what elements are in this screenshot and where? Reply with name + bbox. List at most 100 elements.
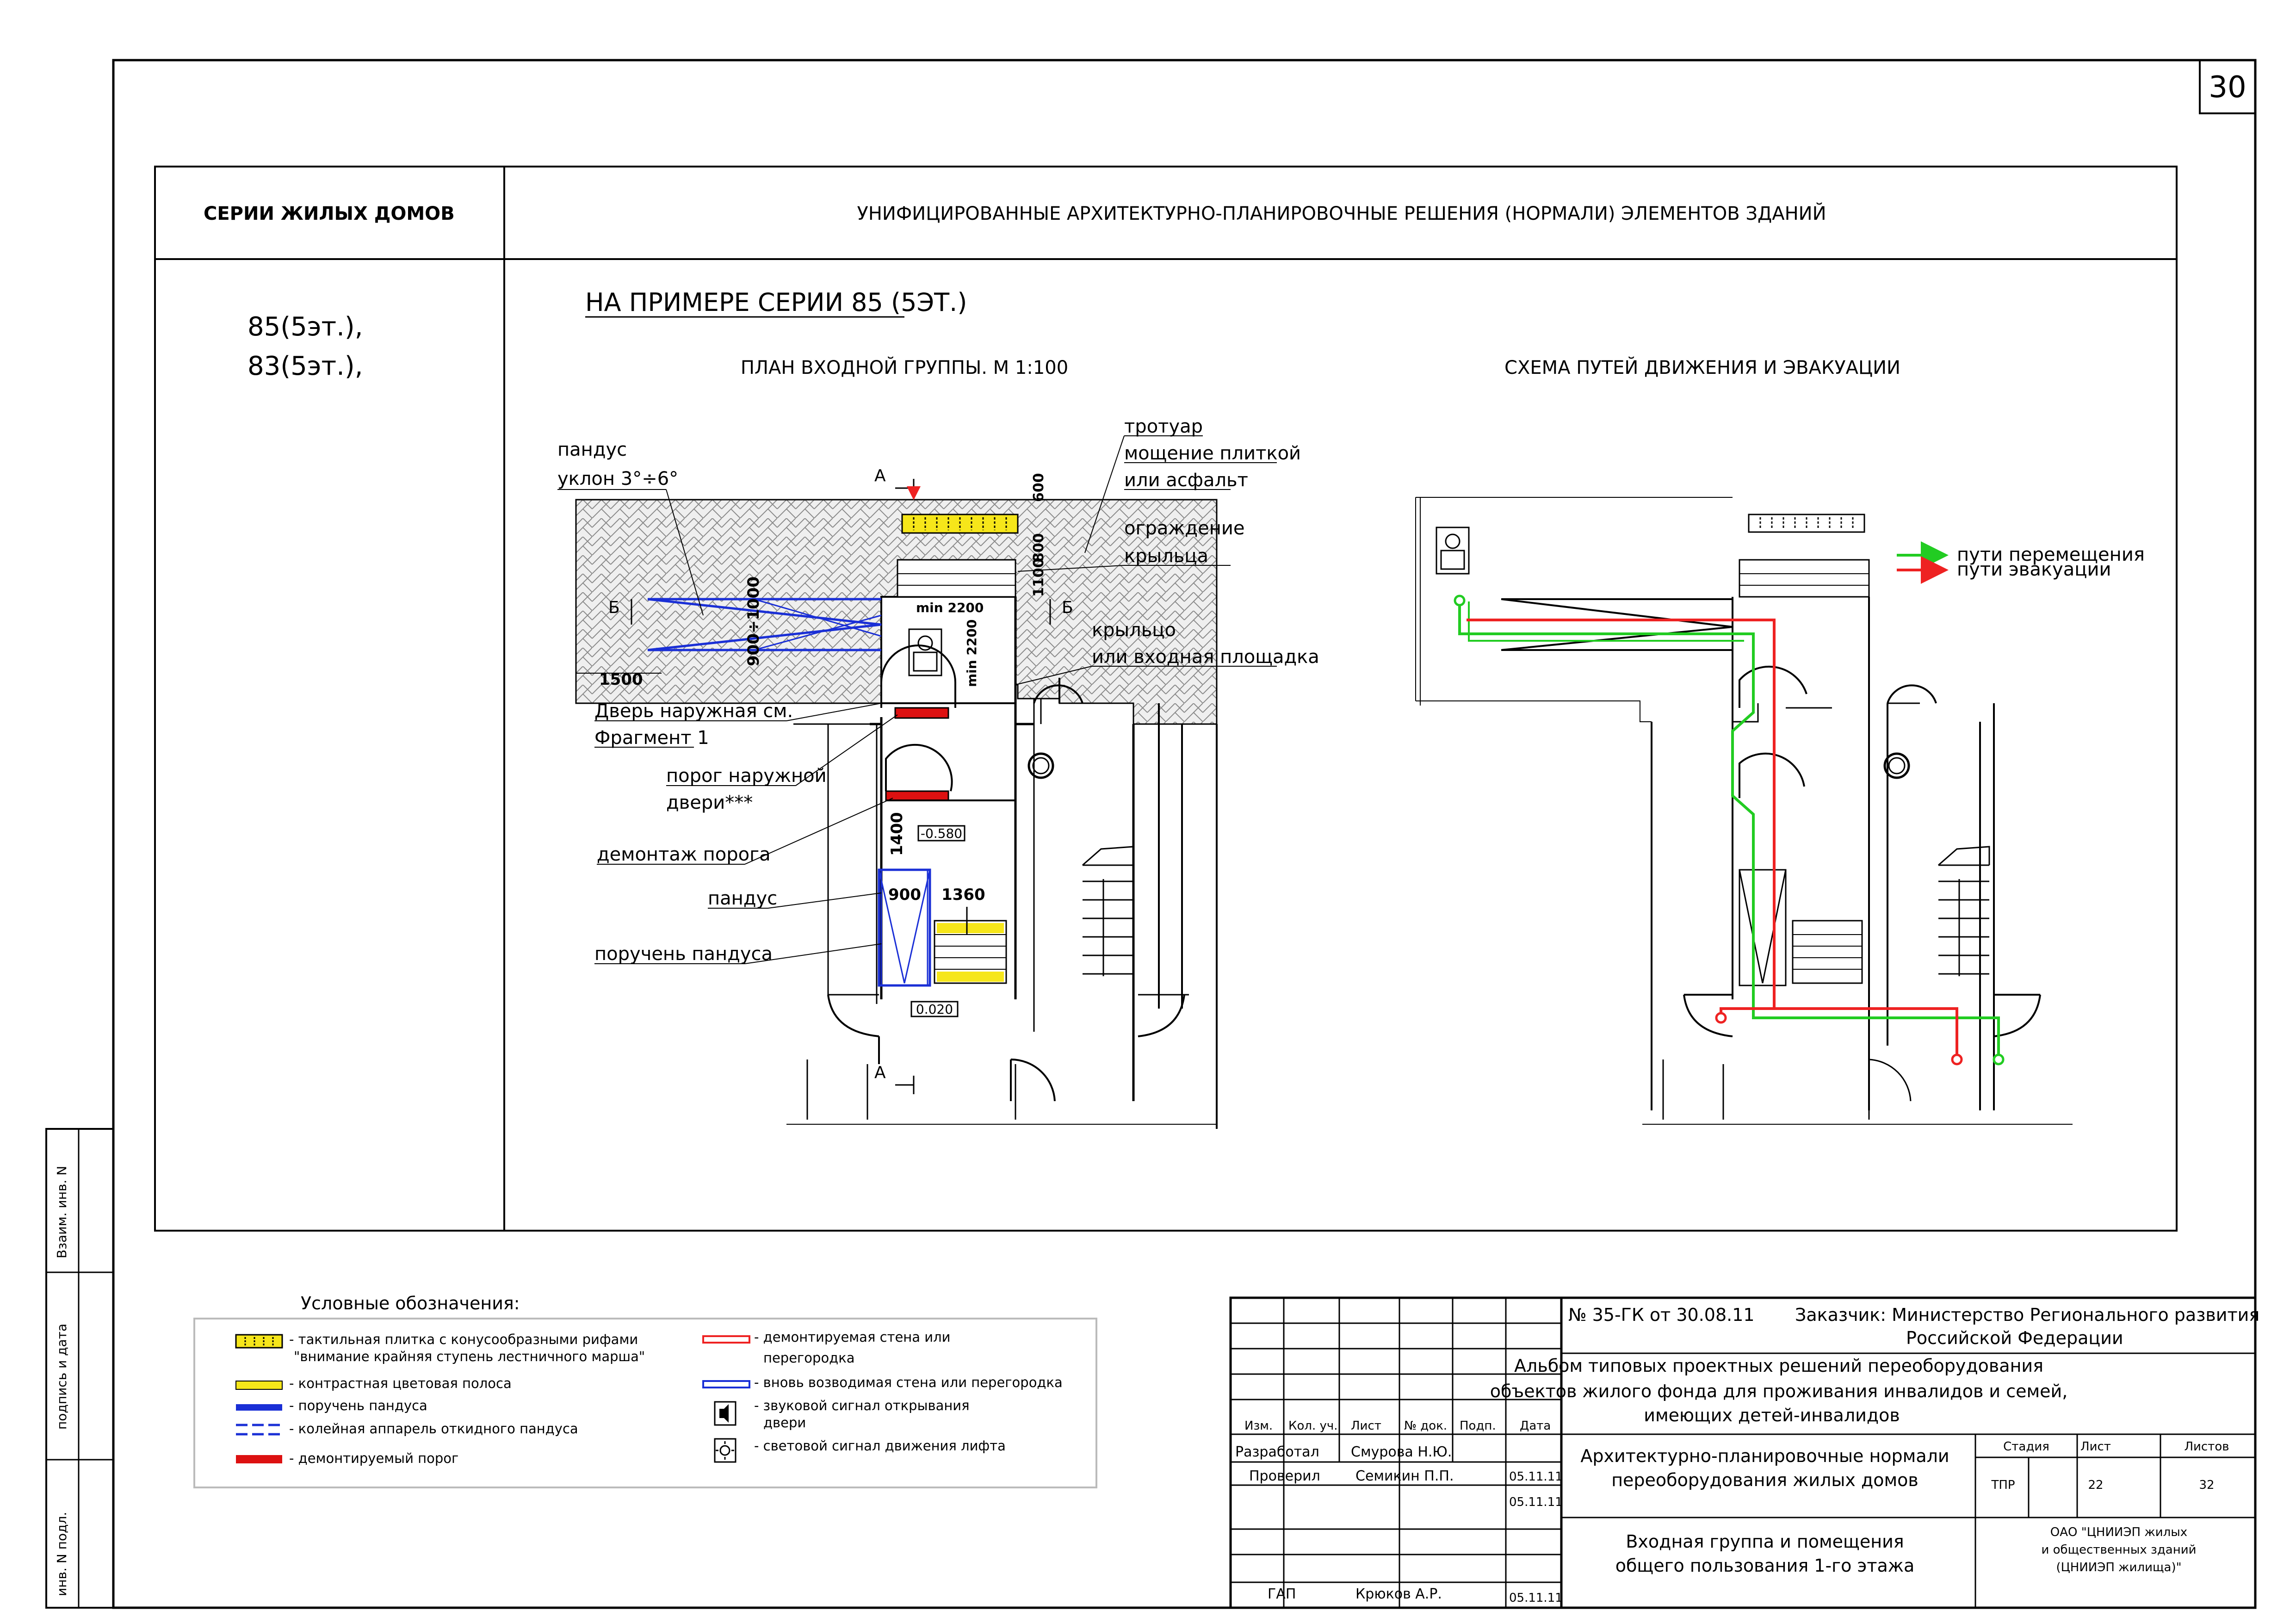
customer: Заказчик: Министерство Регионального раз…	[1795, 1305, 2259, 1325]
legend-item: - поручень пандуса	[289, 1398, 427, 1413]
org-name: (ЦНИИЭП жилища)"	[2056, 1561, 2181, 1574]
legend-item: - вновь возводимая стена или перегородка	[754, 1375, 1063, 1390]
level-mark: -0.580	[921, 826, 962, 841]
legend-title: Условные обозначения:	[301, 1293, 520, 1313]
col-header: Кол. уч.	[1288, 1419, 1338, 1433]
dim-text: 800	[1031, 533, 1047, 562]
org-name: ОАО "ЦНИИЭП жилых	[2050, 1525, 2187, 1539]
evacuation-scheme: пути перемещения пути эвакуации	[1415, 497, 2145, 1125]
role: Разработал	[1235, 1444, 1319, 1460]
person-name: Крюков А.Р.	[1355, 1586, 1442, 1602]
person-name: Смурова Н.Ю.	[1351, 1444, 1452, 1460]
page-number-box	[2199, 59, 2256, 114]
label-door: Фрагмент 1	[594, 727, 709, 749]
sheet-title: общего пользования 1-го этажа	[1615, 1555, 1915, 1576]
scheme-title: СХЕМА ПУТЕЙ ДВИЖЕНИЯ И ЭВАКУАЦИИ	[1504, 356, 1900, 378]
doc-title: Архитектурно-планировочные нормали	[1580, 1446, 1949, 1466]
dim-text: 900÷1000	[744, 576, 763, 666]
series-item: 85(5эт.),	[248, 312, 363, 342]
dim-text: 1400	[888, 812, 906, 856]
section-mark: А	[874, 1063, 886, 1082]
wheelchair-icon	[1436, 527, 1470, 575]
legend-move-label: пути перемещения	[1957, 544, 2145, 565]
dim-text: 1100	[1031, 558, 1047, 597]
label-ramp: пандус	[557, 439, 627, 460]
sheets-header: Листов	[2184, 1440, 2229, 1454]
legend: Условные обозначения: - тактильная плитк…	[193, 1293, 1097, 1488]
date: 05.11.11	[1509, 1470, 1563, 1484]
legend-evac-label: пути эвакуации	[1957, 559, 2111, 580]
label-fence: крыльца	[1124, 545, 1208, 567]
inner-ramp	[878, 868, 931, 987]
dim-text: min 2200	[964, 619, 979, 687]
legend-item: - демонтируемый порог	[289, 1450, 458, 1466]
stage-value: ТПР	[1991, 1478, 2015, 1492]
role: ГАП	[1268, 1586, 1296, 1602]
label-sidewalk: мощение плиткой	[1124, 443, 1301, 464]
album-title: Альбом типовых проектных решений переобо…	[1514, 1356, 2043, 1376]
sheets-value: 32	[2199, 1478, 2214, 1492]
legend-item: двери	[763, 1415, 806, 1431]
role: Проверил	[1249, 1468, 1320, 1484]
title-block: Изм. Кол. уч. Лист № док. Подп. Дата Раз…	[1229, 1296, 2259, 1609]
example-title: НА ПРИМЕРЕ СЕРИИ 85 (5ЭТ.)	[585, 288, 967, 317]
legend-item: - демонтируемая стена или	[754, 1329, 950, 1345]
label-door: Дверь наружная см.	[594, 700, 793, 722]
legend-item: - световой сигнал движения лифта	[754, 1438, 1006, 1454]
label-handrail: поручень пандуса	[594, 943, 773, 965]
person-name: Семикин П.П.	[1355, 1468, 1454, 1484]
legend-item: "внимание крайняя ступень лестничного ма…	[294, 1349, 645, 1364]
page-number: 30	[2209, 70, 2246, 105]
section-mark: А	[874, 466, 886, 485]
main-panel	[154, 166, 2178, 1232]
movement-path	[1458, 601, 2000, 1057]
dim-text: 600	[1031, 473, 1047, 502]
section-mark: Б	[1062, 598, 1073, 617]
album-title: объектов жилого фонда для проживания инв…	[1490, 1381, 2068, 1401]
legend-item: - тактильная плитка с конусообразными ри…	[289, 1332, 638, 1347]
sheet-header: Лист	[2080, 1440, 2111, 1454]
legend-item: перегородка	[763, 1350, 855, 1366]
col-header: Подп.	[1460, 1419, 1496, 1433]
wheelchair-icon	[908, 628, 942, 676]
threshold-outer	[894, 707, 949, 719]
label-porch: или входная площадка	[1092, 646, 1319, 668]
label-sidewalk: или асфальт	[1124, 470, 1248, 491]
label-dismantle: демонтаж порога	[597, 844, 771, 865]
dim-text: 900	[888, 886, 921, 904]
sheet-title: Входная группа и помещения	[1626, 1531, 1904, 1552]
col-header: Лист	[1351, 1419, 1381, 1433]
section-mark: Б	[608, 598, 620, 617]
outer-frame	[112, 59, 2257, 1609]
label-threshold: двери***	[666, 792, 753, 813]
date: 05.11.11	[1509, 1495, 1563, 1509]
label-sidewalk: тротуар	[1124, 416, 1203, 437]
stamp-label: подпись и дата	[54, 1324, 69, 1430]
evacuation-path	[1467, 619, 1958, 1057]
contract: № 35-ГК от 30.08.11	[1568, 1305, 1755, 1325]
stamp-label: инв. N подл.	[54, 1512, 69, 1596]
dim-text: 1360	[941, 886, 985, 904]
series-item: 83(5эт.),	[248, 351, 363, 381]
side-stamp: Взаим. инв. N подпись и дата инв. N подл…	[45, 1128, 114, 1609]
level-mark: 0.020	[916, 1002, 953, 1017]
album-title: имеющих детей-инвалидов	[1644, 1405, 1900, 1425]
sheet-value: 22	[2088, 1478, 2103, 1492]
dim-text: min 2200	[916, 600, 984, 615]
legend-item: - контрастная цветовая полоса	[289, 1375, 512, 1391]
legend-item: - звуковой сигнал открывания	[754, 1398, 970, 1413]
header-right: УНИФИЦИРОВАННЫЕ АРХИТЕКТУРНО-ПЛАНИРОВОЧН…	[857, 202, 1826, 224]
label-fence: ограждение	[1124, 518, 1244, 539]
doc-title: переоборудования жилых домов	[1611, 1470, 1918, 1490]
header-left: СЕРИИ ЖИЛЫХ ДОМОВ	[204, 203, 455, 224]
col-header: Дата	[1520, 1419, 1551, 1433]
stage-header: Стадия	[2003, 1440, 2049, 1454]
label-ramp-slope: уклон 3°÷6°	[557, 468, 678, 489]
date: 05.11.11	[1509, 1591, 1563, 1605]
customer: Российской Федерации	[1906, 1328, 2123, 1348]
label-inner-ramp: пандус	[708, 888, 777, 909]
plan-title: ПЛАН ВХОДНОЙ ГРУППЫ. М 1:100	[741, 356, 1068, 378]
col-header: № док.	[1404, 1419, 1447, 1433]
stamp-label: Взаим. инв. N	[54, 1166, 69, 1258]
